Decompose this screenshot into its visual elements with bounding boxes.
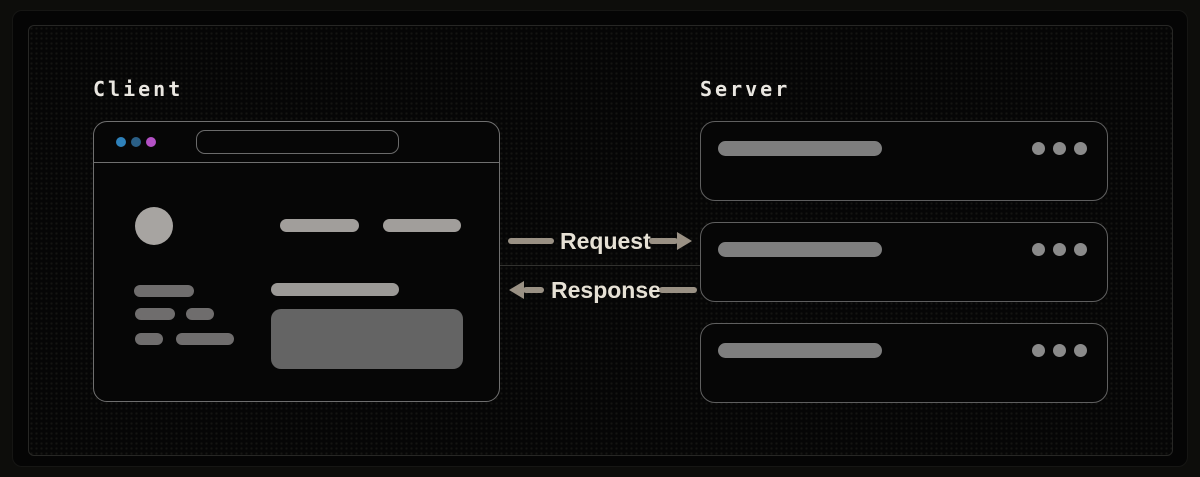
dot-icon [1032,344,1045,357]
traffic-light-magenta-icon [146,137,156,147]
server-bar-placeholder [718,141,882,156]
server-node [700,222,1108,302]
request-label: Request [560,228,651,254]
server-node [700,121,1108,201]
dot-icon [1074,142,1087,155]
url-bar [196,130,399,154]
server-bar-placeholder [718,343,882,358]
dot-icon [1053,344,1066,357]
nav-bar-placeholder [280,219,359,232]
server-dots-icon [1032,344,1087,357]
request-line-right [649,238,678,244]
browser-window [93,121,500,402]
dot-icon [1032,243,1045,256]
text-line-placeholder [135,333,163,345]
response-line-left [523,287,544,293]
dot-icon [1074,243,1087,256]
response-label: Response [551,277,661,303]
text-line-placeholder [135,308,175,320]
server-label: Server [700,77,791,101]
arrow-right-icon [677,232,692,250]
content-block-placeholder [271,309,463,369]
dot-icon [1053,243,1066,256]
response-line-right [659,287,697,293]
server-bar-placeholder [718,242,882,257]
dot-icon [1074,344,1087,357]
text-line-placeholder [176,333,234,345]
connector-line [500,265,700,266]
browser-titlebar [94,122,499,163]
nav-bar-placeholder [383,219,461,232]
avatar-placeholder [135,207,173,245]
traffic-lights [116,137,156,147]
traffic-light-darkblue-icon [131,137,141,147]
arrow-left-icon [509,281,524,299]
server-node [700,323,1108,403]
client-label: Client [93,77,184,101]
traffic-light-blue-icon [116,137,126,147]
text-line-placeholder [134,285,194,297]
heading-placeholder [271,283,399,296]
dot-icon [1032,142,1045,155]
server-dots-icon [1032,142,1087,155]
text-line-placeholder [186,308,214,320]
dot-icon [1053,142,1066,155]
request-line-left [508,238,554,244]
server-dots-icon [1032,243,1087,256]
